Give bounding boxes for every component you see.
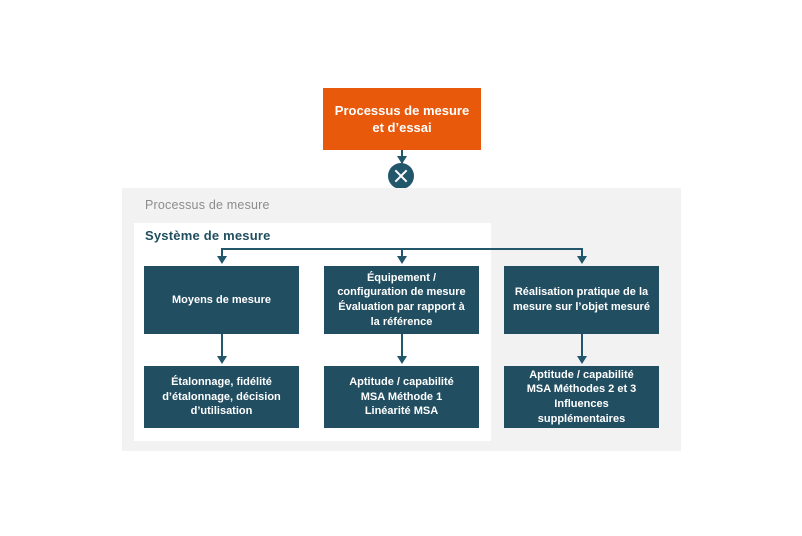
arrowhead-bus-to-col2 (397, 256, 407, 264)
panel-inner-label: Système de mesure (145, 228, 271, 243)
node-moyens-de-mesure: Moyens de mesure (144, 266, 299, 334)
connector-col2-row1-to-row2 (401, 334, 403, 358)
connector-bus-to-col1 (221, 248, 223, 259)
arrowhead-col1-row2 (217, 356, 227, 364)
node-moyens-de-mesure-label: Moyens de mesure (171, 293, 272, 306)
x-junction-icon (388, 163, 414, 189)
arrowhead-bus-to-col1 (217, 256, 227, 264)
arrowhead-col3-row2 (577, 356, 587, 364)
connector-bus-to-col2 (401, 248, 403, 259)
connector-col1-row1-to-row2 (221, 334, 223, 358)
arrowhead-root-to-junction (397, 156, 407, 164)
panel-outer-label: Processus de mesure (145, 198, 270, 212)
connector-bus-to-col3 (581, 248, 583, 259)
connector-col3-row1-to-row2 (581, 334, 583, 358)
arrowhead-bus-to-col3 (577, 256, 587, 264)
arrowhead-col2-row2 (397, 356, 407, 364)
